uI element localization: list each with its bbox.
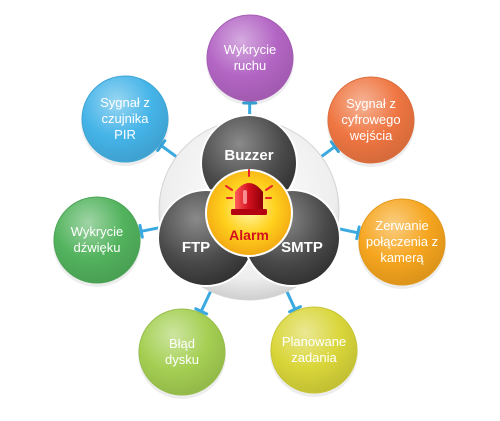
trigger-node-pir [82, 76, 168, 162]
trigger-node-disk-error [139, 309, 225, 395]
trigger-node-camera-disconnect [359, 199, 445, 285]
trigger-node-motion [207, 15, 293, 101]
trigger-node-scheduled [271, 307, 357, 393]
trigger-node-sound [54, 197, 140, 283]
trigger-node-digital-input [328, 77, 414, 163]
